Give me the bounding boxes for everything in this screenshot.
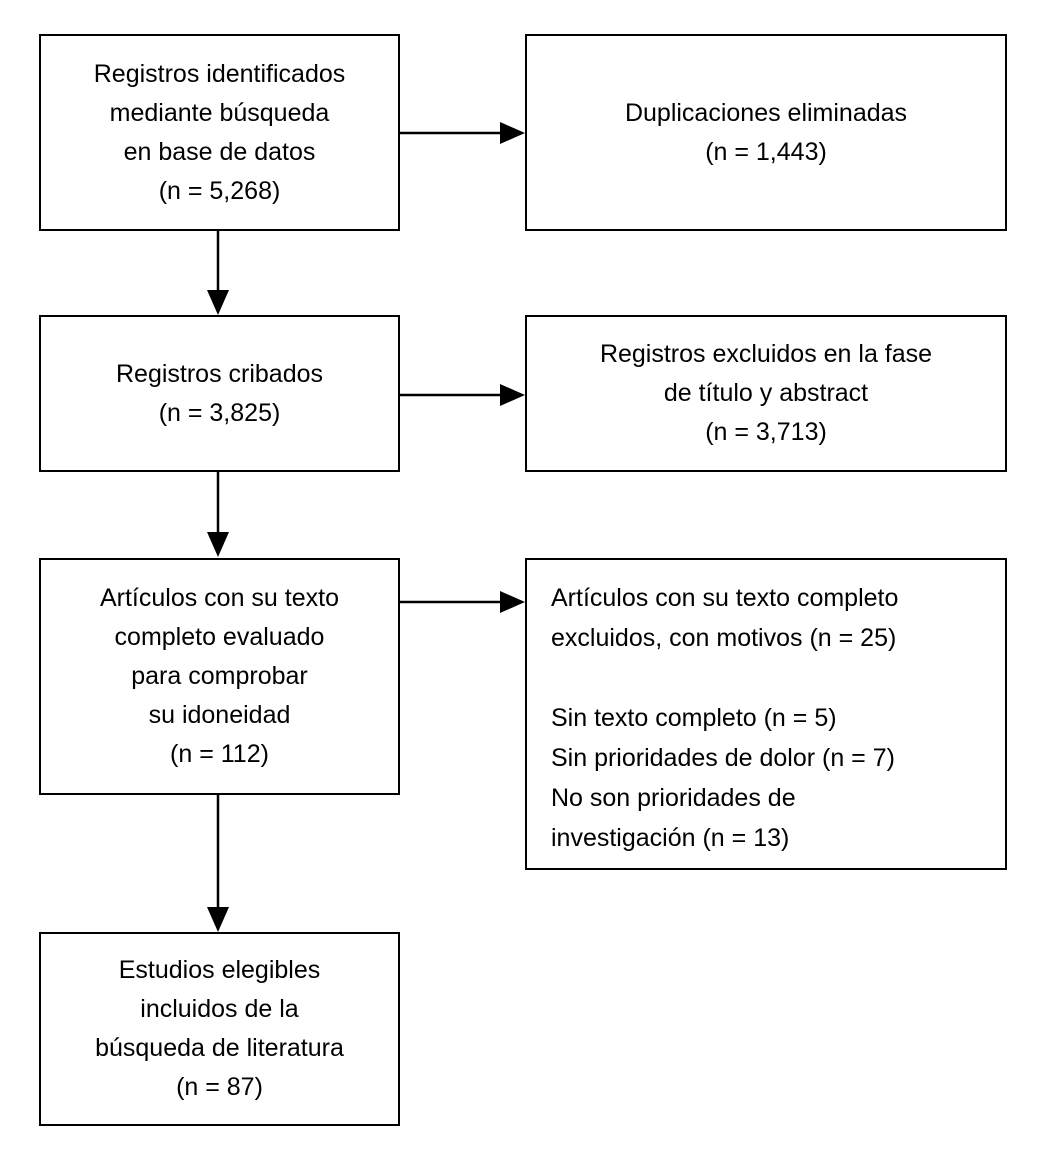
box-fulltext-excluded-text: Artículos con su texto completo excluido…: [551, 584, 899, 852]
box-records-screened-text: Registros cribados (n = 3,825): [115, 359, 324, 427]
arrow-screened-to-excluded-icon: [400, 384, 525, 406]
box-duplicates-removed: Duplicaciones eliminadas (n = 1,443): [525, 34, 1007, 231]
box-fulltext-assessed: Artículos con su texto completo evaluado…: [39, 558, 400, 795]
box-records-screened: Registros cribados (n = 3,825): [39, 315, 400, 472]
box-duplicates-removed-text: Duplicaciones eliminadas (n = 1,443): [624, 98, 908, 166]
arrow-screened-to-fulltext-icon: [207, 471, 229, 557]
box-fulltext-excluded: Artículos con su texto completo excluido…: [525, 558, 1007, 870]
box-fulltext-assessed-text: Artículos con su texto completo evaluado…: [99, 584, 339, 768]
box-excluded-title-abstract-text: Registros excluidos en la fase de título…: [599, 340, 933, 446]
box-studies-included: Estudios elegibles incluidos de la búsqu…: [39, 932, 400, 1126]
box-records-identified: Registros identificados mediante búsqued…: [39, 34, 400, 231]
arrow-fulltext-to-excluded-icon: [400, 591, 525, 613]
arrow-identified-to-duplicates-icon: [400, 122, 525, 144]
arrow-fulltext-to-included-icon: [207, 794, 229, 932]
box-records-identified-text: Registros identificados mediante búsqued…: [93, 59, 346, 205]
arrow-identified-to-screened-icon: [207, 231, 229, 315]
box-studies-included-text: Estudios elegibles incluidos de la búsqu…: [95, 956, 344, 1101]
box-excluded-title-abstract: Registros excluidos en la fase de título…: [525, 315, 1007, 472]
